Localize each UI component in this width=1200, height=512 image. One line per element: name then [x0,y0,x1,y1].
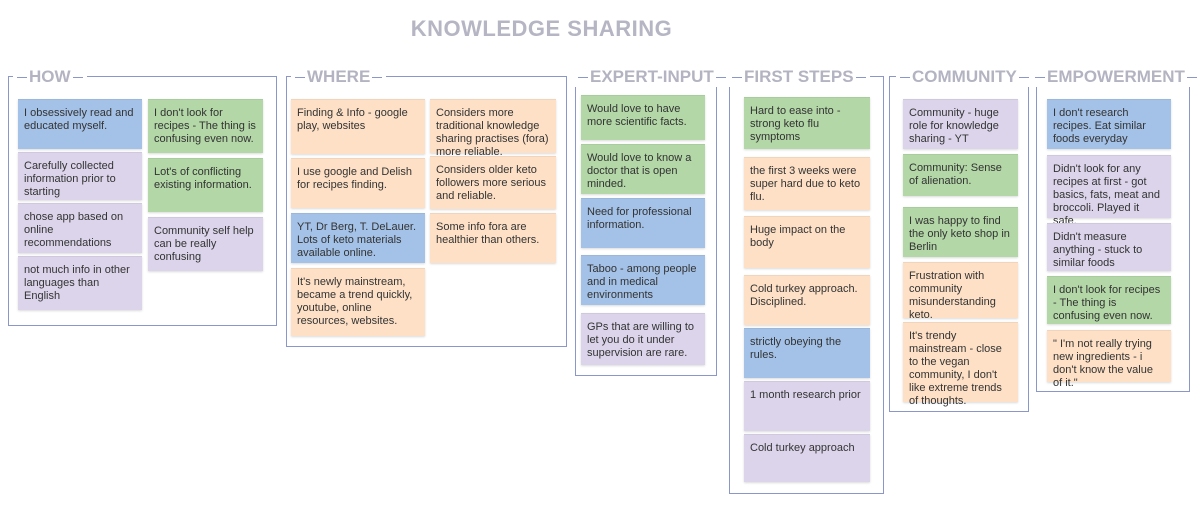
sticky-note[interactable]: I don't look for recipes - The thing is … [1047,276,1171,324]
sticky-note[interactable]: " I'm not really trying new ingredients … [1047,330,1171,389]
sticky-note[interactable]: Carefully collected information prior to… [18,152,142,200]
sticky-note[interactable]: I don't look for recipes - The thing is … [148,99,263,153]
group-heading-expert-input: EXPERT-INPUT [574,67,730,87]
sticky-note[interactable]: Some info fora are healthier than others… [430,213,556,263]
group-how: HOW [8,67,277,326]
group-heading-where: WHERE [291,67,387,87]
sticky-note[interactable]: Considers older keto followers more seri… [430,156,556,209]
sticky-note[interactable]: Hard to ease into - strong keto flu symp… [744,97,870,149]
group-heading-community: COMMUNITY [896,67,1033,87]
group-expert-input: EXPERT-INPUT [574,67,730,376]
sticky-note[interactable]: Community - huge role for knowledge shar… [903,99,1018,149]
group-first-steps: FIRST STEPS [728,67,884,494]
group-empowerment: EMPOWERMENT [1031,67,1200,392]
group-heading-how: HOW [13,67,87,87]
sticky-note[interactable]: I was happy to find the only keto shop i… [903,207,1018,257]
sticky-note[interactable]: 1 month research prior [744,381,870,431]
sticky-note[interactable]: chose app based on online recommendation… [18,203,142,253]
sticky-note[interactable]: Cold turkey approach [744,434,870,482]
sticky-note[interactable]: Didn't look for any recipes at first - g… [1047,155,1171,227]
sticky-note[interactable]: GPs that are willing to let you do it un… [581,313,705,365]
sticky-note[interactable]: I don't research recipes. Eat similar fo… [1047,99,1171,149]
sticky-note[interactable]: Would love to know a doctor that is open… [581,144,705,194]
sticky-note[interactable]: Lot's of conflicting existing informatio… [148,158,263,212]
sticky-note[interactable]: Cold turkey approach. Disciplined. [744,275,870,325]
sticky-note[interactable]: not much info in other languages than En… [18,256,142,310]
sticky-note[interactable]: Didn't measure anything - stuck to simil… [1047,223,1171,271]
sticky-note[interactable]: It's trendy mainstream - close to the ve… [903,322,1018,407]
sticky-note[interactable]: Finding & Info - google play, websites [291,99,425,154]
sticky-note[interactable]: the first 3 weeks were super hard due to… [744,157,870,210]
group-where: WHERE [286,67,567,347]
sticky-note[interactable]: Taboo - among people and in medical envi… [581,255,705,305]
sticky-note[interactable]: YT, Dr Berg, T. DeLauer. Lots of keto ma… [291,213,425,263]
sticky-note[interactable]: Would love to have more scientific facts… [581,95,705,140]
group-heading-first-steps: FIRST STEPS [728,67,870,87]
sticky-note[interactable]: Frustration with community misunderstand… [903,262,1018,321]
sticky-note[interactable]: Considers more traditional knowledge sha… [430,99,556,158]
sticky-note[interactable]: Huge impact on the body [744,216,870,268]
board-title: KNOWLEDGE SHARING [410,16,673,41]
sticky-note[interactable]: Community self help can be really confus… [148,217,263,271]
sticky-note[interactable]: Community: Sense of alienation. [903,154,1018,196]
sticky-note[interactable]: I use google and Delish for recipes find… [291,158,425,208]
sticky-note[interactable]: It's newly mainstream, became a trend qu… [291,268,425,336]
group-heading-empowerment: EMPOWERMENT [1031,67,1200,87]
group-community: COMMUNITY [889,67,1033,412]
sticky-note[interactable]: strictly obeying the rules. [744,328,870,378]
sticky-note[interactable]: Need for professional information. [581,198,705,248]
sticky-note[interactable]: I obsessively read and educated myself. [18,99,142,149]
